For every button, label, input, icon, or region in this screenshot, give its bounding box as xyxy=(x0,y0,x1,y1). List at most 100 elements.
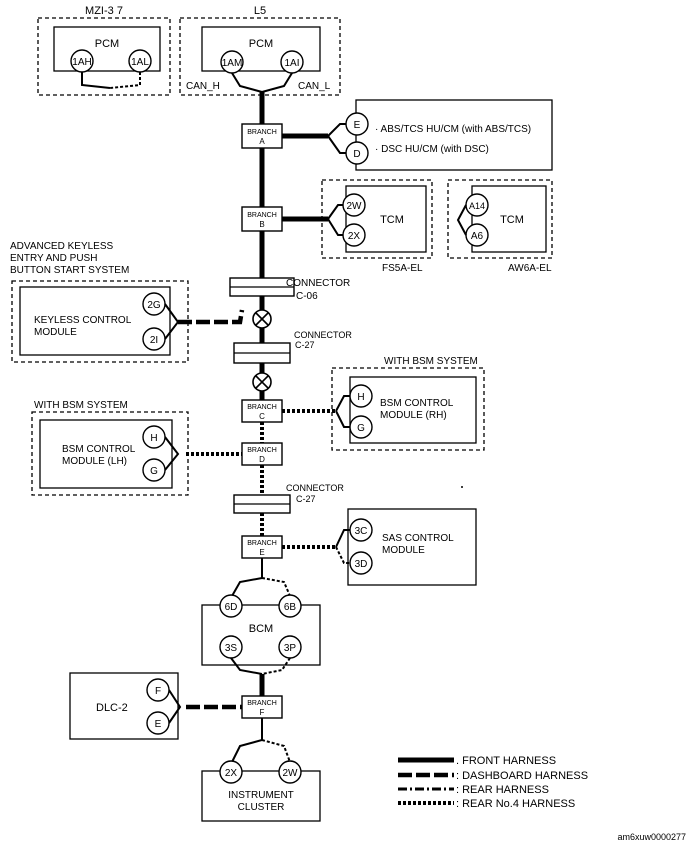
bsm-lh-group-label: WITH BSM SYSTEM xyxy=(34,400,128,411)
tcm2-box xyxy=(471,185,547,253)
pcm2-wire-l xyxy=(261,72,293,93)
bsm-lh-box xyxy=(39,419,173,489)
abs-line-2: · DSC HU/CM (with DSC) xyxy=(375,144,489,155)
keyless-line-1: KEYLESS CONTROL xyxy=(34,315,132,326)
fs5a-group-label: FS5A-EL xyxy=(382,263,423,274)
ic-pin-2w xyxy=(278,760,302,784)
can-h-label: CAN_H xyxy=(186,81,220,92)
bcm-pin-6b xyxy=(278,594,302,618)
mzi-group-label: MZI-3 7 xyxy=(85,5,123,17)
pcm1-wire-h xyxy=(81,72,111,89)
bsm-rh-group-box xyxy=(331,367,485,451)
fs5a-group-box xyxy=(321,179,433,259)
branch-a-label: BRANCH xyxy=(247,129,277,136)
sas-pin-3c xyxy=(349,518,373,542)
bcm-wire-6b xyxy=(261,577,291,597)
legend-label-front: . FRONT HARNESS xyxy=(456,755,556,767)
dlc-pin-e-label: E xyxy=(155,719,162,730)
branch-f-label: BRANCH xyxy=(247,700,277,707)
akey-label-1: ADVANCED KEYLESS xyxy=(10,241,114,252)
connector-c27b-code: C-27 xyxy=(296,494,316,504)
branch-e-label: BRANCH xyxy=(247,540,277,547)
mzi-group-box xyxy=(37,17,171,96)
tcm1-pin-2w-label: 2W xyxy=(347,201,363,212)
bsm-lh-pin-g-label: G xyxy=(150,466,158,477)
twisted-pair-lines-2 xyxy=(255,375,269,389)
bsm-rh-group-label: WITH BSM SYSTEM xyxy=(384,356,478,367)
branch-c-letter: C xyxy=(259,412,265,421)
keyless-line-2: MODULE xyxy=(34,327,77,338)
bsm-rh-pin-h-label: H xyxy=(357,392,364,403)
bcm-pin-6b-label: 6B xyxy=(284,602,297,613)
dlc-wire xyxy=(168,689,182,724)
branch-a-letter: A xyxy=(259,137,265,146)
sas-pin-3c-label: 3C xyxy=(355,526,368,537)
pcm1-box xyxy=(53,26,161,72)
branch-b-letter: B xyxy=(259,220,264,229)
keyless-pin-2g-label: 2G xyxy=(147,300,161,311)
dlc-pin-f-label: F xyxy=(155,686,161,697)
bsm-rh-line-1: BSM CONTROL xyxy=(380,398,454,409)
bsm-lh-pin-g xyxy=(142,458,166,482)
keyless-box xyxy=(19,286,171,356)
bcm-wire-3p xyxy=(261,657,291,675)
bsm-lh-pin-h xyxy=(142,425,166,449)
tcm2-label: TCM xyxy=(500,214,524,226)
akey-label-3: BUTTON START SYSTEM xyxy=(10,265,129,276)
ic-pin-2w-label: 2W xyxy=(283,768,299,779)
branch-d-letter: D xyxy=(259,455,265,464)
bcm-pin-3s-label: 3S xyxy=(225,643,238,654)
dlc-label: DLC-2 xyxy=(96,702,128,714)
pcm1-label: PCM xyxy=(95,38,119,50)
bsm-lh-pin-h-label: H xyxy=(150,433,157,444)
ic-line-1: INSTRUMENT xyxy=(228,790,294,801)
abs-line-1: · ABS/TCS HU/CM (with ABS/TCS) xyxy=(375,124,531,135)
pcm2-box xyxy=(201,26,321,72)
branch-a xyxy=(241,123,283,149)
aw6a-group-box xyxy=(447,179,553,259)
pcm2-wire-h xyxy=(231,72,263,93)
can-l-label: CAN_L xyxy=(298,81,331,92)
bcm-pin-6d xyxy=(219,594,243,618)
tcm2-pin-a14-label: A14 xyxy=(469,201,485,211)
dlc-pin-e xyxy=(146,711,170,735)
bcm-label: BCM xyxy=(249,623,273,635)
l5-group-label: L5 xyxy=(254,5,266,17)
pcm2-pin-1ai-label: 1AI xyxy=(284,58,299,69)
connector-c27b-label: CONNECTOR xyxy=(286,483,344,493)
sas-box xyxy=(347,508,477,586)
bsm-rh-pin-h xyxy=(349,384,373,408)
branch-f-letter: F xyxy=(260,708,265,717)
twisted-pair-lines-1 xyxy=(255,312,269,326)
tcm1-wire-2x xyxy=(327,218,344,236)
tcm1-pin-2x-label: 2X xyxy=(348,231,361,242)
bsm-rh-wire-h xyxy=(335,395,350,412)
bsm-rh-pin-g-label: G xyxy=(357,423,365,434)
abs-wire-d xyxy=(327,135,346,154)
abs-box xyxy=(355,99,553,171)
pcm1-pin-1al-label: 1AL xyxy=(131,57,149,68)
bcm-box xyxy=(201,604,321,666)
dlc-box xyxy=(69,672,179,740)
keyless-trunk-wire xyxy=(178,309,245,325)
sas-pin-3d xyxy=(349,551,373,575)
legend: . FRONT HARNESS : DASHBOARD HARNESS : RE… xyxy=(398,755,588,810)
ic-wire-2x xyxy=(231,718,263,763)
abs-pin-d xyxy=(345,141,369,165)
sas-pin-3d-label: 3D xyxy=(355,559,368,570)
branch-e-letter: E xyxy=(259,548,264,557)
branch-c-label: BRANCH xyxy=(247,404,277,411)
aw6a-group-label: AW6A-EL xyxy=(508,263,552,274)
bsm-rh-pin-g xyxy=(349,415,373,439)
bcm-wire-6d xyxy=(231,558,263,597)
tcm1-box xyxy=(345,185,427,253)
pcm2-pin-1am-label: 1AM xyxy=(222,58,243,69)
ic-pin-2x xyxy=(219,760,243,784)
legend-label-dashboard: : DASHBOARD HARNESS xyxy=(456,770,588,782)
pcm2-label: PCM xyxy=(249,38,273,50)
connector-c06-code: C-06 xyxy=(296,291,318,302)
abs-pin-d-label: D xyxy=(353,149,360,160)
branch-d-label: BRANCH xyxy=(247,447,277,454)
sas-line-1: SAS CONTROL xyxy=(382,533,454,544)
